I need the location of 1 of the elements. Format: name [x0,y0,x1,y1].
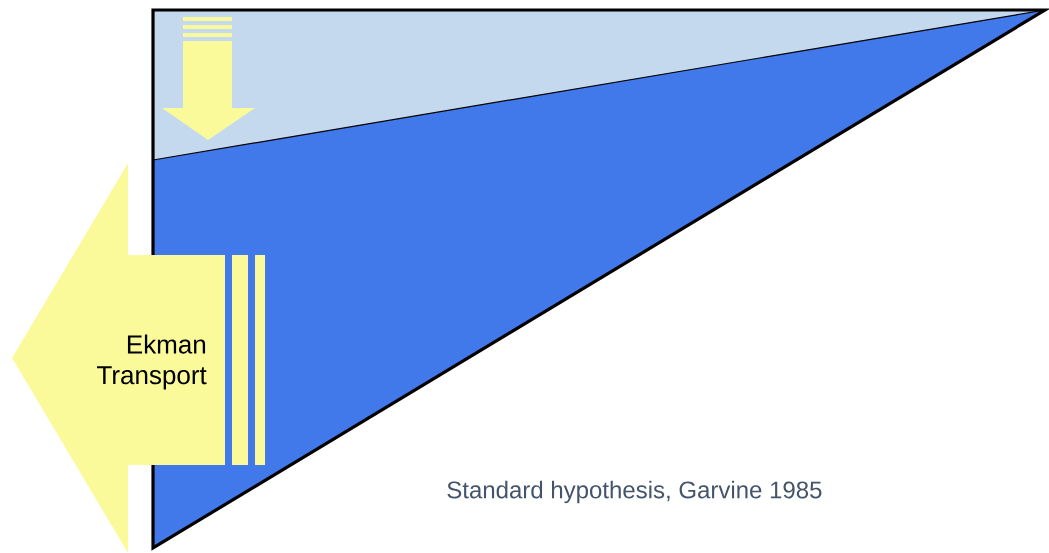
note-text: Standard hypothesis, Garvine 1985 [447,480,822,504]
